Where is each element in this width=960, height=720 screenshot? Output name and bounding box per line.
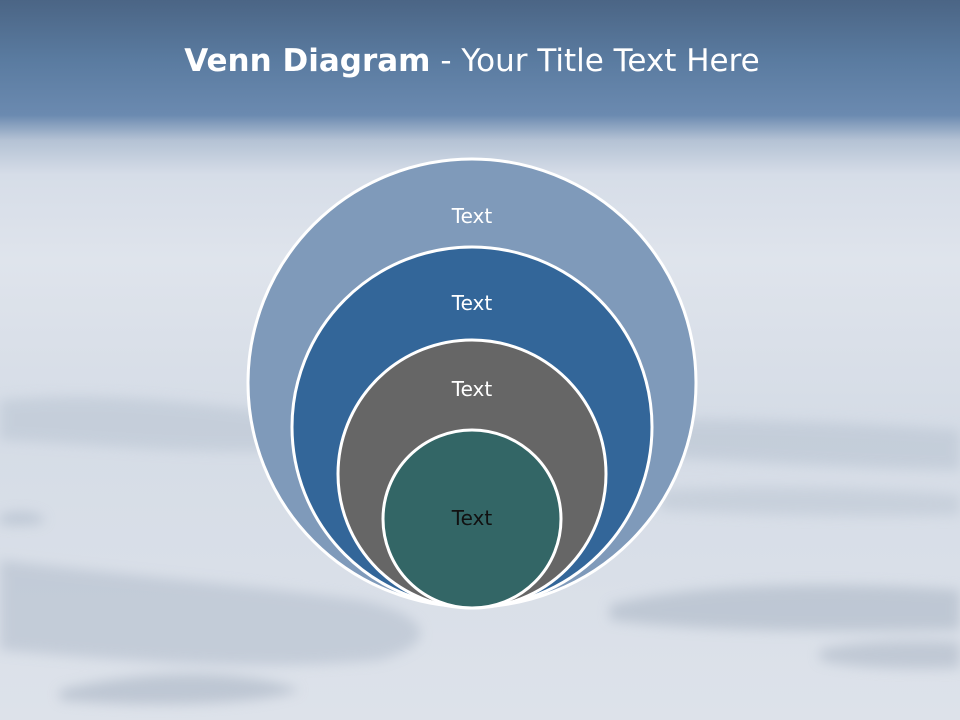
circle-outer-label: Text: [451, 204, 493, 228]
title-rest-part: - Your Title Text Here: [430, 43, 760, 79]
circle-third-label: Text: [451, 377, 493, 401]
page-title: Venn Diagram - Your Title Text Here: [0, 38, 944, 84]
circle-inner: [381, 428, 563, 610]
title-bold-part: Venn Diagram: [184, 43, 431, 79]
circle-second-label: Text: [451, 291, 493, 315]
circle-inner-label: Text: [451, 506, 493, 530]
